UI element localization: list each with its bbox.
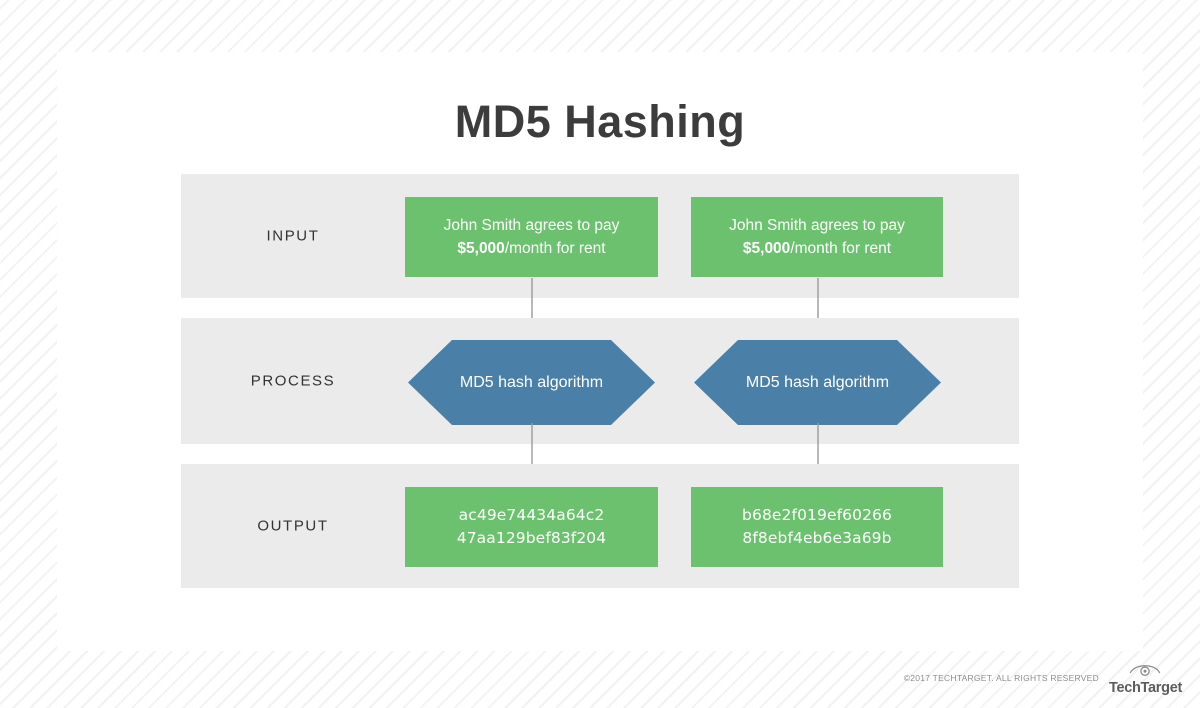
techtarget-wordmark: TechTarget: [1108, 680, 1182, 696]
footer: ©2017 TECHTARGET. ALL RIGHTS RESERVED Te…: [904, 661, 1182, 696]
process-hexagon-2: MD5 hash algorithm: [694, 340, 941, 425]
input-box-1: John Smith agrees to pay $5,000/month fo…: [405, 197, 658, 277]
output-1-hash-line1: ac49e74434a64c2: [458, 506, 605, 524]
techtarget-logo: TechTarget: [1109, 661, 1182, 696]
input-1-suffix: /month for rent: [504, 240, 606, 257]
output-box-2: b68e2f019ef60266 8f8ebf4eb6e3a69b: [691, 487, 943, 567]
eye-icon: [1129, 661, 1161, 680]
output-2-hash-line1: b68e2f019ef60266: [742, 506, 892, 524]
output-2-hash-line2: 8f8ebf4eb6e3a69b: [742, 529, 892, 547]
copyright-text: ©2017 TECHTARGET. ALL RIGHTS RESERVED: [903, 673, 1099, 684]
input-box-2: John Smith agrees to pay $5,000/month fo…: [691, 197, 943, 277]
input-box-2-text: John Smith agrees to pay $5,000/month fo…: [691, 214, 943, 260]
output-box-1: ac49e74434a64c2 47aa129bef83f204: [405, 487, 658, 567]
row-label-input: INPUT: [266, 227, 320, 245]
input-box-1-text: John Smith agrees to pay $5,000/month fo…: [405, 214, 658, 260]
output-1-hash-line2: 47aa129bef83f204: [456, 529, 607, 547]
input-1-prefix: John Smith agrees to pay: [443, 217, 620, 234]
output-box-1-text: ac49e74434a64c2 47aa129bef83f204: [457, 504, 607, 550]
output-box-2-text: b68e2f019ef60266 8f8ebf4eb6e3a69b: [742, 504, 892, 550]
process-hexagon-1-label: MD5 hash algorithm: [459, 373, 604, 391]
row-label-process: PROCESS: [250, 372, 336, 390]
row-label-output: OUTPUT: [257, 517, 329, 535]
input-1-amount: $5,000: [457, 240, 505, 257]
input-2-suffix: /month for rent: [790, 240, 892, 257]
process-hexagon-1: MD5 hash algorithm: [408, 340, 655, 425]
input-2-amount: $5,000: [742, 240, 791, 257]
input-2-prefix: John Smith agrees to pay: [729, 217, 905, 234]
page-title: MD5 Hashing: [454, 96, 746, 147]
process-hexagon-2-label: MD5 hash algorithm: [745, 373, 890, 391]
